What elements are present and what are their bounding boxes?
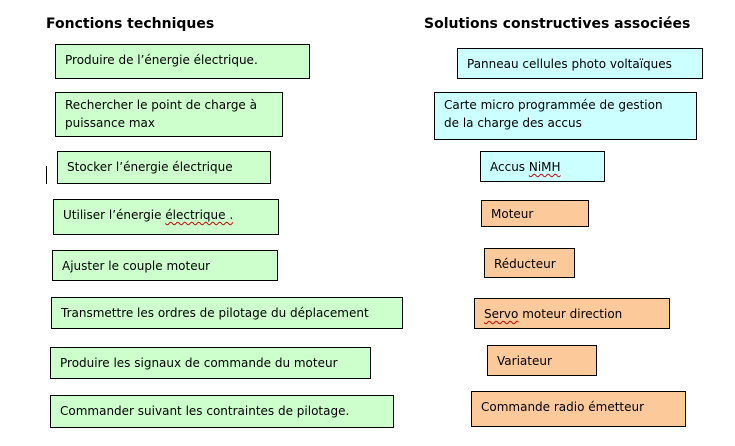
- solution-box-nimh-battery: Accus NiMH: [480, 151, 605, 182]
- solution-label: Servo moteur direction: [484, 307, 622, 321]
- solution-box-motor: Moteur: [481, 200, 589, 227]
- function-label-part: Utiliser l’énergie: [63, 208, 166, 222]
- function-box-transmit-orders: Transmettre les ordres de pilotage du dé…: [51, 297, 403, 329]
- function-box-use-energy: Utiliser l’énergie électrique .: [53, 199, 279, 235]
- solution-box-speed-controller: Variateur: [487, 345, 597, 376]
- solution-label: Accus NiMH: [490, 160, 561, 174]
- function-box-produce-energy: Produire de l’énergie électrique.: [55, 44, 310, 79]
- solution-label-line1: Carte micro programmée de gestion: [444, 98, 663, 112]
- function-label: Ajuster le couple moteur: [62, 259, 211, 273]
- solution-label: Moteur: [491, 207, 534, 221]
- function-label-line1: Rechercher le point de charge à: [65, 98, 257, 112]
- solution-label: Panneau cellules photo voltaïques: [467, 57, 672, 71]
- solution-label: Commande radio émetteur: [481, 400, 645, 414]
- function-label: Utiliser l’énergie électrique .: [63, 208, 233, 222]
- function-box-command-constraints: Commander suivant les contraintes de pil…: [50, 395, 394, 428]
- spellcheck-flagged-word: Servo: [484, 307, 519, 321]
- function-label: Produire les signaux de commande du mote…: [60, 356, 338, 370]
- function-label: Transmettre les ordres de pilotage du dé…: [61, 306, 369, 320]
- solution-label-part: moteur direction: [518, 307, 623, 321]
- function-box-adjust-torque: Ajuster le couple moteur: [52, 250, 278, 281]
- text-cursor: [46, 166, 47, 184]
- function-label: Stocker l’énergie électrique: [67, 160, 233, 174]
- functions-heading: Fonctions techniques: [46, 16, 215, 32]
- function-label-line2: puissance max: [65, 116, 155, 130]
- function-label: Commander suivant les contraintes de pil…: [60, 404, 350, 418]
- solution-label-line2: de la charge des accus: [444, 116, 582, 130]
- solution-label: Réducteur: [494, 257, 556, 271]
- solution-box-reducer: Réducteur: [484, 248, 575, 278]
- solution-label: Variateur: [497, 354, 552, 368]
- solutions-heading: Solutions constructives associées: [424, 16, 691, 32]
- function-label: Produire de l’énergie électrique.: [65, 53, 258, 67]
- function-box-store-energy: Stocker l’énergie électrique: [57, 151, 271, 184]
- solution-box-solar-panel: Panneau cellules photo voltaïques: [457, 48, 703, 79]
- solution-box-steering-servo: Servo moteur direction: [474, 298, 670, 329]
- solution-box-radio-transmitter: Commande radio émetteur: [471, 391, 686, 427]
- solution-label-part: Accus: [490, 160, 529, 174]
- spellcheck-flagged-word: électrique .: [165, 208, 234, 222]
- function-box-motor-signals: Produire les signaux de commande du mote…: [50, 347, 371, 379]
- spellcheck-flagged-word: NiMH: [528, 160, 561, 174]
- function-box-max-power-point: Rechercher le point de charge à puissanc…: [55, 92, 283, 137]
- solution-box-charge-board: Carte micro programmée de gestion de la …: [434, 92, 697, 140]
